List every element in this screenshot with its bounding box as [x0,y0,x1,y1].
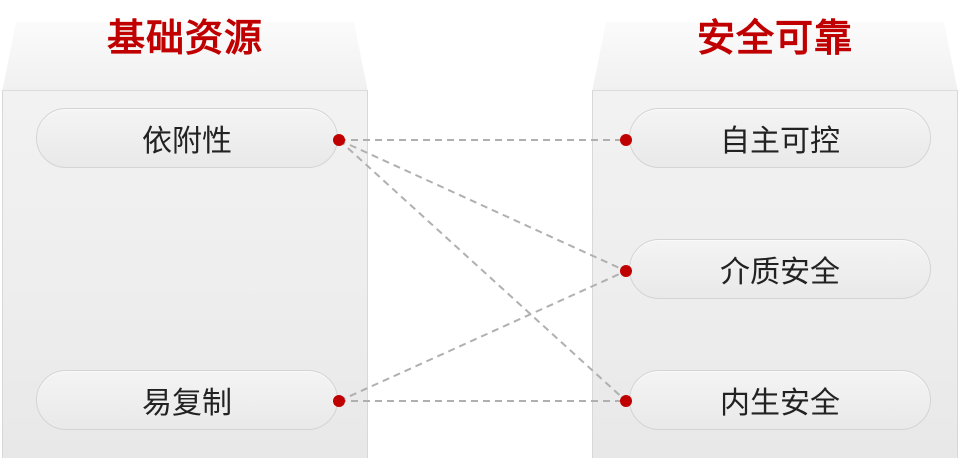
left-item-copyability: 易复制 [36,370,338,430]
left-panel-header [2,22,368,92]
connector-line [338,270,627,402]
connector-line [338,139,627,402]
right-anchor-dot [620,134,632,146]
right-anchor-dot [620,395,632,407]
connector-line [338,139,627,272]
left-anchor-dot [333,134,345,146]
left-anchor-dot [333,395,345,407]
right-item-media-security: 介质安全 [629,239,931,299]
left-group-title: 基础资源 [106,16,263,60]
left-item-dependency: 依附性 [36,108,338,168]
right-anchor-dot [620,265,632,277]
right-panel-header [592,22,958,92]
right-group-title: 安全可靠 [696,16,853,60]
right-item-endogenous-security: 内生安全 [629,370,931,430]
